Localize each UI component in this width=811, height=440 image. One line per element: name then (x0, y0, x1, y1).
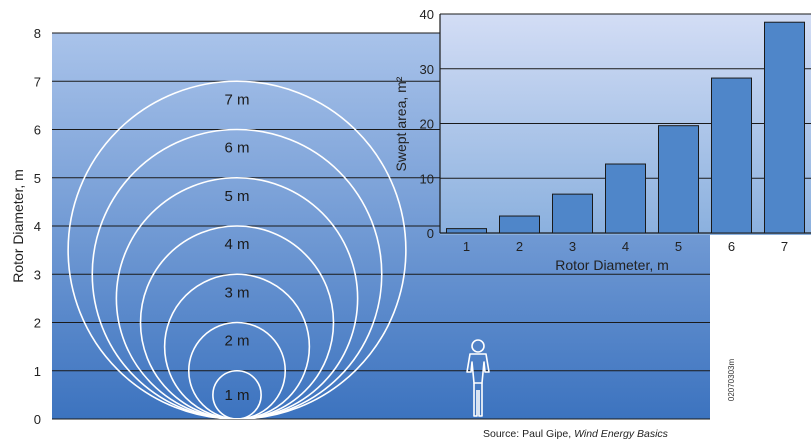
rotor-circle-label: 4 m (224, 236, 249, 253)
rotor-circle-label: 7 m (224, 91, 249, 108)
bar-chart-x-tick-label: 4 (622, 239, 629, 254)
diagram-y-tick-label: 4 (34, 219, 41, 234)
rotor-circle-label: 2 m (224, 333, 249, 350)
diagram-y-tick-label: 2 (34, 316, 41, 331)
rotor-circles (67, 80, 407, 419)
bar-4m (605, 163, 646, 234)
bar-chart-x-tick-label: 2 (516, 239, 523, 254)
source-credit-title: Wind Energy Basics (574, 428, 669, 440)
person-silhouette (466, 339, 490, 417)
bar-chart-y-tick-label: 30 (420, 62, 434, 77)
bar-6m (711, 77, 752, 234)
diagram-y-tick-label: 3 (34, 267, 41, 282)
diagram-y-tick-label: 8 (34, 26, 41, 41)
rotor-circle-label: 3 m (224, 284, 249, 301)
bar-2m (499, 215, 540, 234)
bar-1m (446, 228, 487, 234)
bar-chart-x-tick-label: 7 (781, 239, 788, 254)
bar-3m (552, 193, 593, 234)
rotor-circle-label: 1 m (224, 387, 249, 404)
bar-chart-x-tick-label: 5 (675, 239, 682, 254)
diagram-y-axis-label: Rotor Diameter, m (10, 169, 26, 283)
bar-7m (764, 21, 805, 234)
bar-chart-y-tick-label: 40 (420, 7, 434, 22)
bar-chart-y-tick-label: 10 (420, 171, 434, 186)
rotor-circle-4m (139, 225, 335, 419)
rotor-circle-2m (187, 321, 287, 419)
bar-chart-x-tick-label: 1 (463, 239, 470, 254)
rotor-circle-label: 5 m (224, 188, 249, 205)
diagram-y-tick-label: 0 (34, 412, 41, 427)
bar-chart-x-tick-label: 6 (728, 239, 735, 254)
rotor-circle-5m (115, 176, 359, 419)
diagram-y-ticks: 0 1 2 3 4 5 6 7 8 (34, 26, 41, 427)
rotor-circle-3m (163, 273, 311, 419)
bar-5m (658, 125, 699, 234)
rotor-circle-7m (67, 80, 407, 419)
rotor-circle-1m (212, 369, 262, 419)
rotor-circle-labels: 1 m 2 m 3 m 4 m 5 m 6 m 7 m (224, 91, 249, 404)
bar-chart-x-ticks: 1 2 3 4 5 6 7 (463, 239, 788, 254)
diagram-y-tick-label: 6 (34, 123, 41, 138)
bar-chart-bars (446, 21, 805, 234)
source-credit: Source: Paul Gipe, Wind Energy Basics (483, 428, 669, 440)
bar-chart-x-axis-label: Rotor Diameter, m (555, 257, 669, 273)
bar-chart-y-ticks: 0 10 20 30 40 (420, 7, 434, 241)
source-credit-prefix: Source: Paul Gipe, (483, 428, 574, 440)
bar-chart-y-tick-label: 0 (427, 226, 434, 241)
rotor-circle-label: 6 m (224, 140, 249, 157)
bar-chart-x-tick-label: 3 (569, 239, 576, 254)
bar-chart-y-axis-label: Swept area, m² (393, 76, 409, 171)
diagram-y-tick-label: 1 (34, 364, 41, 379)
diagram-y-tick-label: 5 (34, 171, 41, 186)
diagram-y-tick-label: 7 (34, 74, 41, 89)
bar-chart-y-tick-label: 20 (420, 117, 434, 132)
figure-code: 02070303m (727, 359, 736, 402)
rotor-circle-6m (91, 128, 383, 419)
